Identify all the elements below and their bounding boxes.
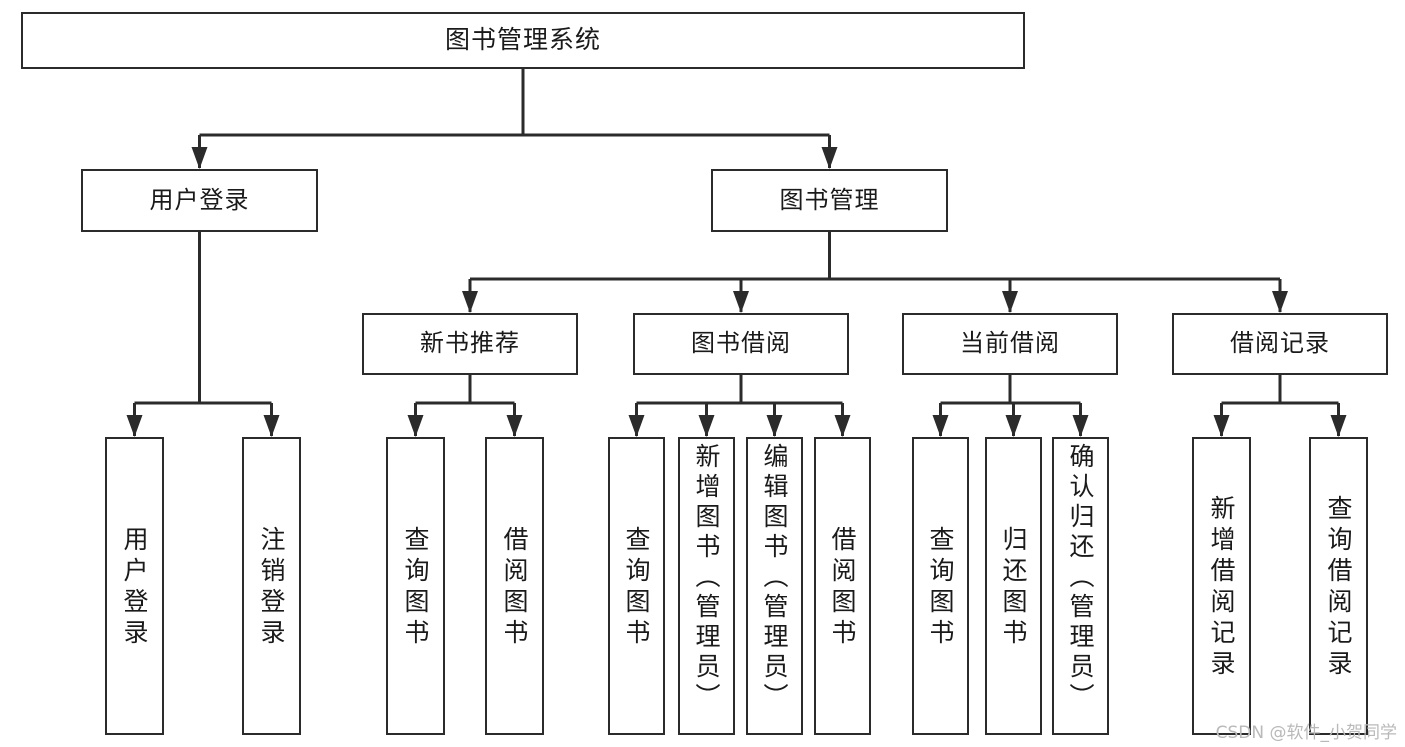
node-borrow-record[interactable]: 借阅记录 [1172,313,1388,375]
arrowhead-borrow-record-to-leaf-br-add [1213,415,1230,437]
arrowhead-user-login-to-leaf-user-logout [263,415,280,437]
node-leaf-user-logout[interactable]: 注销登录 [242,437,301,735]
arrowhead-user-login-to-leaf-user-login [126,415,143,437]
node-label-leaf-bb-add: 新增图书（管理员） [692,443,721,713]
node-label-leaf-user-login: 用户登录 [120,526,149,650]
node-label-leaf-bb-query: 查询图书 [622,526,651,650]
arrowhead-root-to-user-login [191,147,208,169]
node-new-book-rec[interactable]: 新书推荐 [362,313,578,375]
node-leaf-cb-query[interactable]: 查询图书 [912,437,969,735]
node-user-login[interactable]: 用户登录 [81,169,318,232]
node-leaf-bb-query[interactable]: 查询图书 [608,437,665,735]
node-leaf-user-login[interactable]: 用户登录 [105,437,164,735]
node-label-leaf-bb-edit: 编辑图书（管理员） [760,443,789,713]
node-leaf-cb-confirm[interactable]: 确认归还（管理员） [1052,437,1109,735]
node-label-new-book-rec: 新书推荐 [420,329,520,358]
node-label-user-login: 用户登录 [149,185,250,214]
arrowhead-current-borrow-to-leaf-cb-confirm [1072,415,1089,437]
node-leaf-bb-edit[interactable]: 编辑图书（管理员） [746,437,803,735]
node-label-leaf-bb-borrow: 借阅图书 [828,526,857,650]
arrowhead-book-manage-to-book-borrow [733,291,749,313]
node-book-manage[interactable]: 图书管理 [711,169,948,232]
watermark: CSDN @软件_小贺同学 [1215,723,1397,743]
node-leaf-cb-return[interactable]: 归还图书 [985,437,1042,735]
node-label-leaf-br-add: 新增借阅记录 [1207,495,1236,681]
node-leaf-bb-borrow[interactable]: 借阅图书 [814,437,871,735]
arrowhead-book-borrow-to-leaf-bb-borrow [834,415,851,437]
node-label-leaf-br-query: 查询借阅记录 [1324,495,1353,681]
arrowhead-book-borrow-to-leaf-bb-query [628,415,645,437]
arrowhead-new-book-rec-to-leaf-rec-query [407,415,424,437]
arrowhead-book-borrow-to-leaf-bb-add [698,415,715,437]
arrowhead-book-manage-to-borrow-record [1272,291,1288,313]
node-book-borrow[interactable]: 图书借阅 [633,313,849,375]
node-label-leaf-rec-query: 查询图书 [401,526,430,650]
arrowhead-new-book-rec-to-leaf-rec-borrow [506,415,523,437]
node-root[interactable]: 图书管理系统 [21,12,1025,69]
node-leaf-bb-add[interactable]: 新增图书（管理员） [678,437,735,735]
node-leaf-rec-query[interactable]: 查询图书 [386,437,445,735]
node-label-leaf-rec-borrow: 借阅图书 [500,526,529,650]
arrowhead-current-borrow-to-leaf-cb-query [932,415,949,437]
node-leaf-br-add[interactable]: 新增借阅记录 [1192,437,1251,735]
node-leaf-br-query[interactable]: 查询借阅记录 [1309,437,1368,735]
node-current-borrow[interactable]: 当前借阅 [902,313,1118,375]
node-label-borrow-record: 借阅记录 [1230,329,1330,358]
node-label-book-manage: 图书管理 [779,185,880,214]
node-label-leaf-cb-return: 归还图书 [999,526,1028,650]
node-label-leaf-user-logout: 注销登录 [257,526,286,650]
node-label-leaf-cb-query: 查询图书 [926,526,955,650]
arrowhead-book-borrow-to-leaf-bb-edit [766,415,783,437]
arrowhead-current-borrow-to-leaf-cb-return [1005,415,1022,437]
arrowhead-borrow-record-to-leaf-br-query [1330,415,1347,437]
arrowhead-book-manage-to-new-book-rec [462,291,478,313]
node-label-leaf-cb-confirm: 确认归还（管理员） [1066,443,1095,713]
node-label-root: 图书管理系统 [444,25,601,55]
node-leaf-rec-borrow[interactable]: 借阅图书 [485,437,544,735]
arrowhead-book-manage-to-current-borrow [1002,291,1018,313]
node-label-book-borrow: 图书借阅 [691,329,791,358]
arrowhead-root-to-book-manage [821,147,838,169]
node-label-current-borrow: 当前借阅 [960,329,1060,358]
